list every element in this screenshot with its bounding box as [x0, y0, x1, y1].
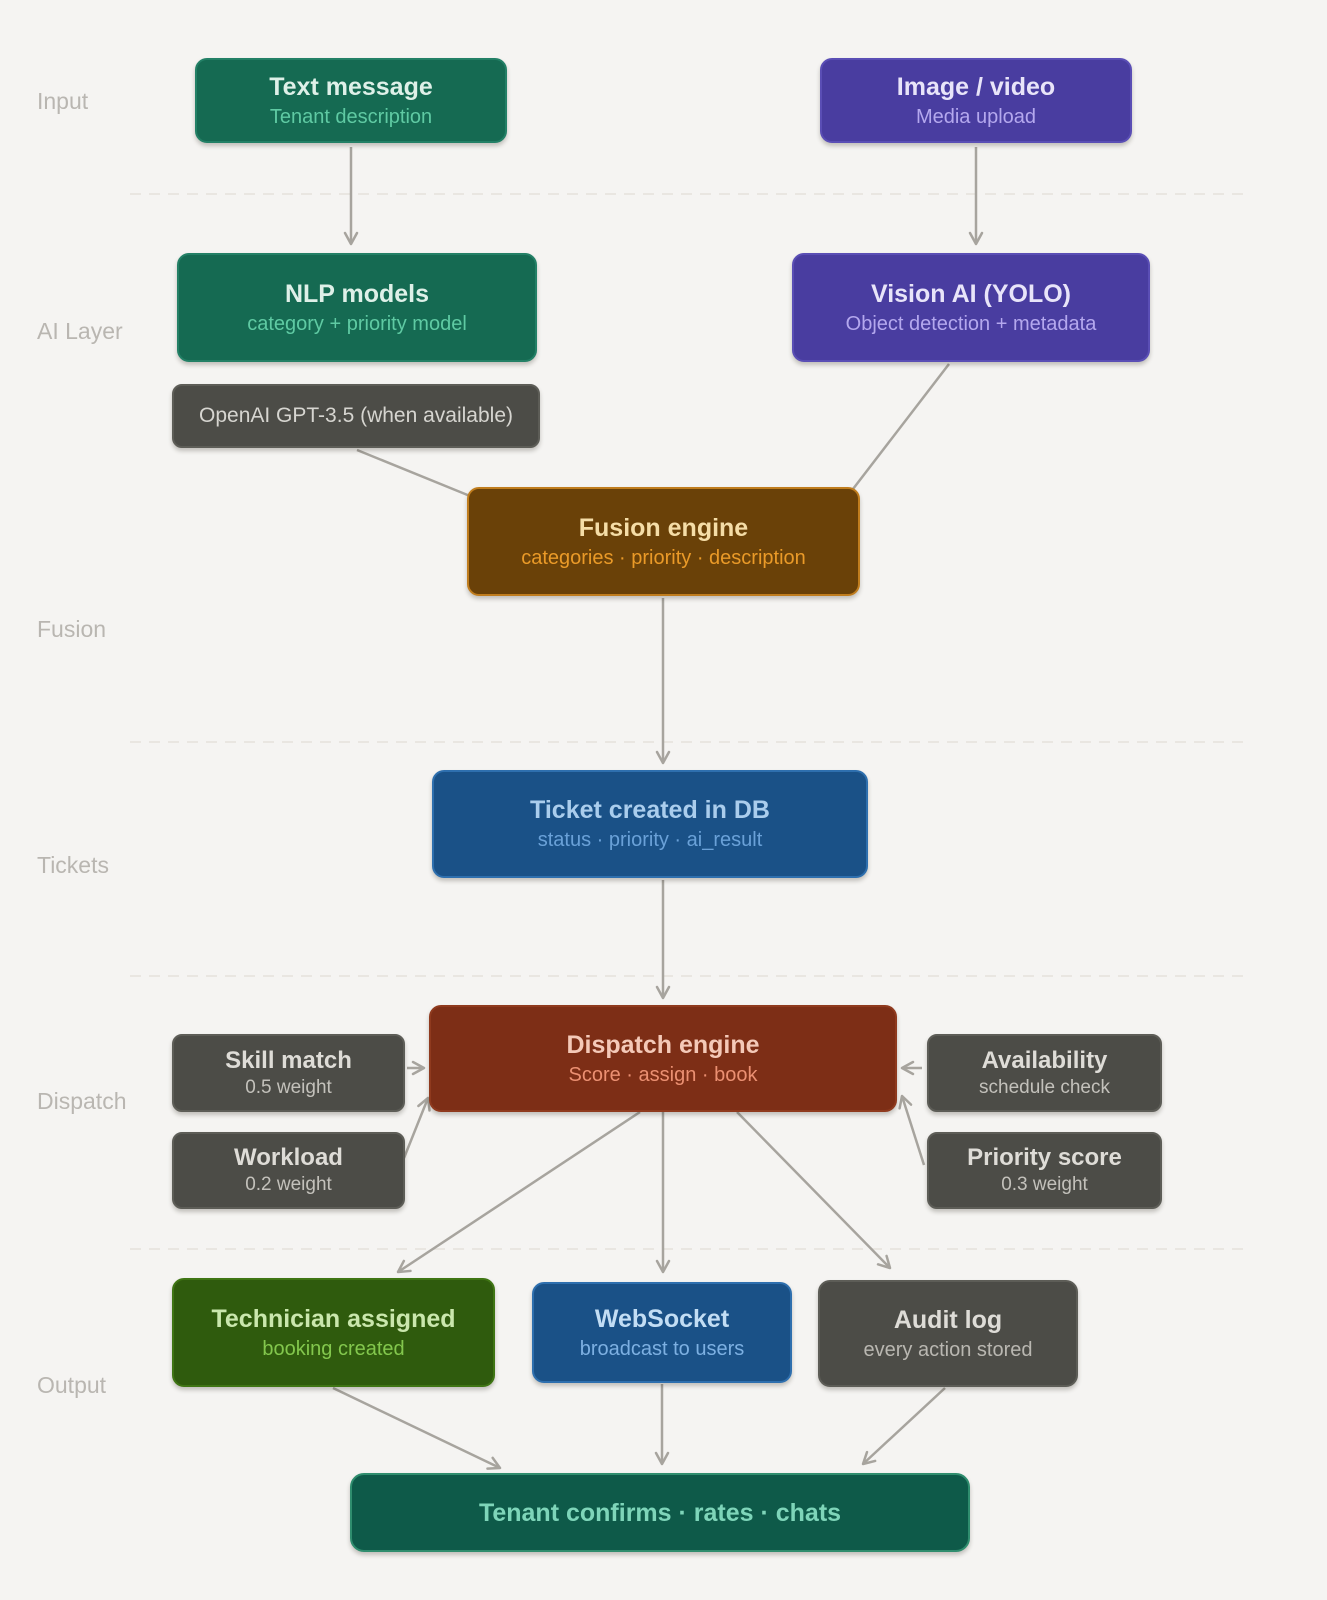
node-subtitle: 0.5 weight [245, 1076, 332, 1098]
node-workload: Workload 0.2 weight [172, 1132, 405, 1209]
node-title: Skill match [225, 1046, 352, 1074]
edge-audit-to-tenant [861, 1387, 946, 1466]
edge-priority-to-dispatch [898, 1094, 926, 1166]
edge-gpt-to-fusion [356, 448, 471, 498]
node-subtitle: category + priority model [247, 312, 467, 335]
node-title: Dispatch engine [566, 1030, 760, 1059]
node-text-message: Text message Tenant description [195, 58, 507, 143]
node-subtitle: 0.2 weight [245, 1174, 332, 1195]
node-websocket: WebSocket broadcast to users [532, 1282, 792, 1383]
node-title: WebSocket [594, 1304, 730, 1333]
edge-workload-to-dispatch [402, 1096, 431, 1159]
node-vision-ai: Vision AI (YOLO) Object detection + meta… [792, 253, 1150, 362]
edge-dispatch-to-technician [396, 1110, 641, 1274]
node-subtitle: booking created [262, 1337, 405, 1360]
node-title: NLP models [284, 279, 430, 308]
node-image-video: Image / video Media upload [820, 58, 1132, 143]
node-title: Ticket created in DB [530, 796, 770, 824]
edge-dispatch-to-audit [736, 1111, 892, 1270]
edge-technician-to-tenant [332, 1386, 502, 1470]
node-title: Availability [981, 1046, 1108, 1074]
section-label-tickets: Tickets [37, 852, 109, 878]
node-subtitle: Tenant description [269, 105, 433, 128]
node-dispatch-engine: Dispatch engine Score · assign · book [429, 1005, 897, 1112]
section-label-fusion: Fusion [37, 616, 107, 642]
section-label-input: Input [37, 88, 89, 114]
node-title: Workload [234, 1144, 343, 1171]
node-availability: Availability schedule check [927, 1034, 1162, 1112]
node-title: Priority score [967, 1144, 1122, 1171]
node-title: Vision AI (YOLO) [870, 279, 1071, 308]
node-subtitle: every action stored [863, 1338, 1033, 1361]
node-tenant-confirms: Tenant confirms · rates · chats [350, 1473, 970, 1552]
node-fusion-engine: Fusion engine categories · priority · de… [467, 487, 860, 596]
section-label-ai-layer: AI Layer [37, 318, 123, 344]
node-subtitle: status · priority · ai_result [537, 829, 763, 851]
node-priority-score: Priority score 0.3 weight [927, 1132, 1162, 1209]
node-subtitle: broadcast to users [579, 1337, 745, 1360]
node-title: Image / video [896, 72, 1056, 101]
node-nlp-models: NLP models category + priority model [177, 253, 537, 362]
node-audit-log: Audit log every action stored [818, 1280, 1078, 1387]
node-skill-match: Skill match 0.5 weight [172, 1034, 405, 1112]
node-title: Technician assigned [211, 1304, 456, 1333]
section-label-dispatch: Dispatch [37, 1088, 127, 1114]
section-label-output: Output [37, 1372, 107, 1398]
node-subtitle: categories · priority · description [521, 546, 806, 569]
node-subtitle: schedule check [979, 1076, 1110, 1098]
node-title: OpenAI GPT-3.5 (when available) [199, 404, 513, 427]
node-subtitle: Object detection + metadata [845, 312, 1097, 335]
edge-vision-to-fusion [852, 363, 950, 490]
node-openai-gpt: OpenAI GPT-3.5 (when available) [172, 384, 540, 448]
node-ticket-db: Ticket created in DB status · priority ·… [432, 770, 868, 878]
node-title: Text message [269, 72, 433, 101]
node-subtitle: Score · assign · book [568, 1063, 758, 1086]
node-title: Audit log [893, 1305, 1003, 1334]
node-subtitle: 0.3 weight [1001, 1174, 1088, 1195]
node-technician-assigned: Technician assigned booking created [172, 1278, 495, 1387]
node-title: Fusion engine [578, 513, 749, 542]
node-subtitle: Media upload [915, 105, 1037, 128]
node-title: Tenant confirms · rates · chats [478, 1498, 842, 1527]
